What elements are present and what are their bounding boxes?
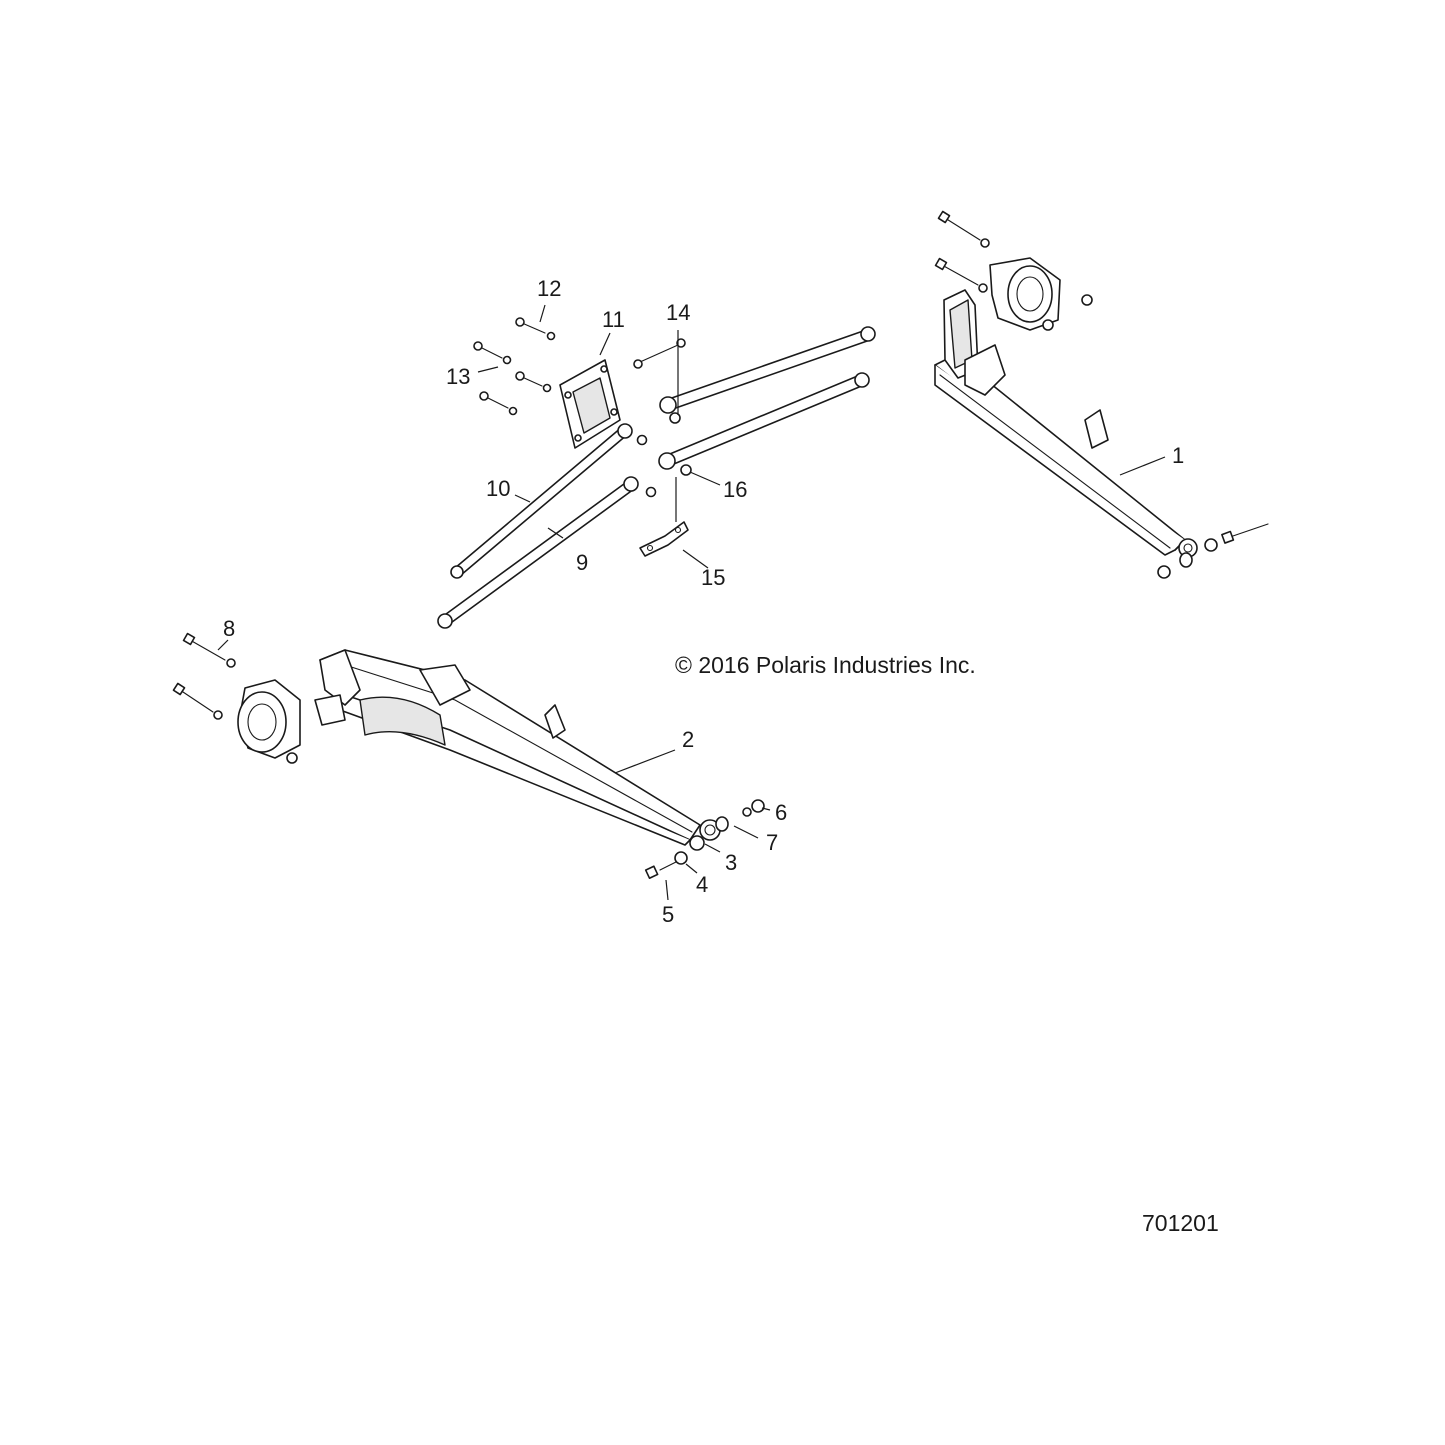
- figure-number: 701201: [1142, 1210, 1219, 1236]
- trailing-arm-left: [172, 632, 765, 880]
- callout-13: 13: [446, 364, 470, 389]
- copyright-text: © 2016 Polaris Industries Inc.: [675, 652, 976, 678]
- callout-7: 7: [766, 830, 778, 855]
- radius-rod-9: [437, 476, 639, 629]
- callout-14: 14: [666, 300, 690, 325]
- callout-15: 15: [701, 565, 725, 590]
- callout-8: 8: [223, 616, 235, 641]
- callout-10: 10: [486, 476, 510, 501]
- trailing-arm-right: [934, 210, 1269, 579]
- callout-5: 5: [662, 902, 674, 927]
- mount-bracket-11: [559, 359, 621, 449]
- callout-2: 2: [682, 727, 694, 752]
- control-rod-upper: [659, 326, 876, 414]
- callout-11: 11: [602, 307, 625, 332]
- callout-3: 3: [725, 850, 737, 875]
- control-rod-lower: [658, 372, 870, 470]
- callout-9: 9: [576, 550, 588, 575]
- callout-12: 12: [537, 276, 561, 301]
- bolts-hardware: [473, 317, 692, 557]
- radius-rod-10: [450, 423, 633, 579]
- leader-lines: [217, 304, 1166, 901]
- callout-1: 1: [1172, 443, 1184, 468]
- callout-16: 16: [723, 477, 747, 502]
- callout-labels: 1 2 3 4 5 6 7 8 9 10 11 12 13 14 15 16: [223, 276, 1184, 927]
- callout-4: 4: [696, 872, 708, 897]
- callout-6: 6: [775, 800, 787, 825]
